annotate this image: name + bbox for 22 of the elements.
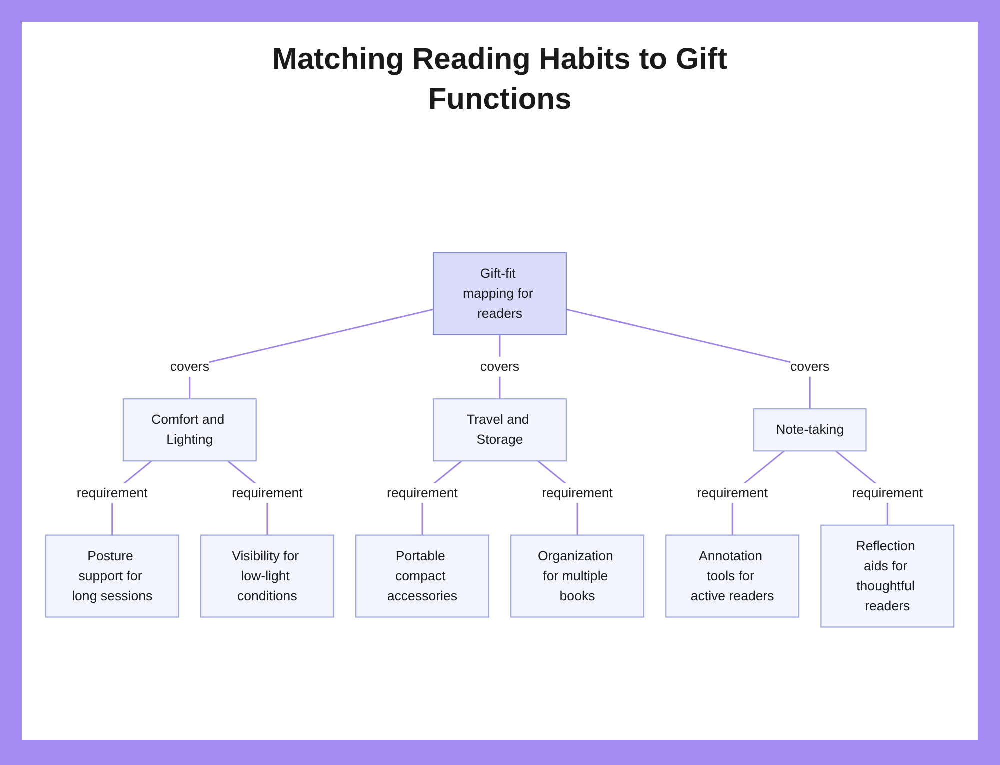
edge-label: requirement (542, 485, 613, 500)
node-box: Comfort and Lighting (122, 398, 257, 462)
edge-label: requirement (697, 485, 768, 500)
edge-label: covers (790, 359, 830, 374)
edge-label: requirement (232, 485, 303, 500)
node-box: Gift-fit mapping for readers (433, 252, 567, 336)
node-box: Posture support for long sessions (45, 534, 180, 618)
connector (566, 308, 811, 409)
diagram-title: Matching Reading Habits to Gift Functions (272, 42, 728, 118)
node-box: Travel and Storage (433, 398, 567, 462)
node-box: Organization for multiple books (510, 534, 645, 618)
node-box: Portable compact accessories (355, 534, 490, 618)
node-box: Reflection aids for thoughtful readers (820, 524, 955, 628)
edge-label: requirement (76, 485, 148, 500)
node-box: Visibility for low-light conditions (200, 534, 334, 618)
edge-label: requirement (852, 485, 924, 500)
edge-label: covers (170, 359, 210, 374)
node-box: Annotation tools for active readers (666, 534, 800, 618)
edge-label: requirement (387, 485, 458, 500)
connector (189, 308, 434, 400)
edge-label: covers (480, 359, 520, 374)
node-box: Note-taking (753, 408, 867, 452)
